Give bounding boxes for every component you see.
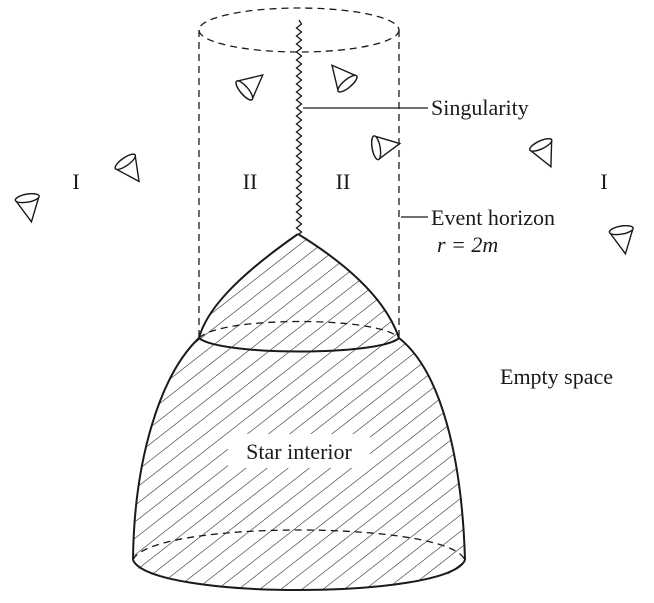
star-interior-region: Star interior [132,233,466,591]
event-horizon-cylinder [198,7,400,338]
empty-space-label: Empty space [500,364,613,389]
star-interior-label: Star interior [246,439,352,464]
star-surface-outline-right [297,233,466,561]
horizon-crossing-back [198,320,400,339]
event-horizon-label: Event horizon [431,205,555,230]
light-cone-icon [330,64,358,93]
light-cone-icon [235,73,264,101]
region-label-outer-left: I [72,169,79,194]
star-surface-outline [132,233,299,561]
horizon-crossing-front [198,337,400,353]
horizon-radius-label: r = 2m [437,232,498,257]
region-label-inner-right: II [336,169,351,194]
light-cone-icon [114,153,140,183]
region-label-inner-left: II [243,169,258,194]
light-cone-icon [608,224,634,256]
light-cone-icon [529,138,553,169]
light-cone-icon [14,192,40,224]
region-label-outer-right: I [600,169,607,194]
singularity-label: Singularity [431,95,529,120]
star-base-back [132,529,466,561]
light-cone-icon [370,135,402,161]
star-base-front [132,559,466,591]
singularity-line [295,19,303,235]
